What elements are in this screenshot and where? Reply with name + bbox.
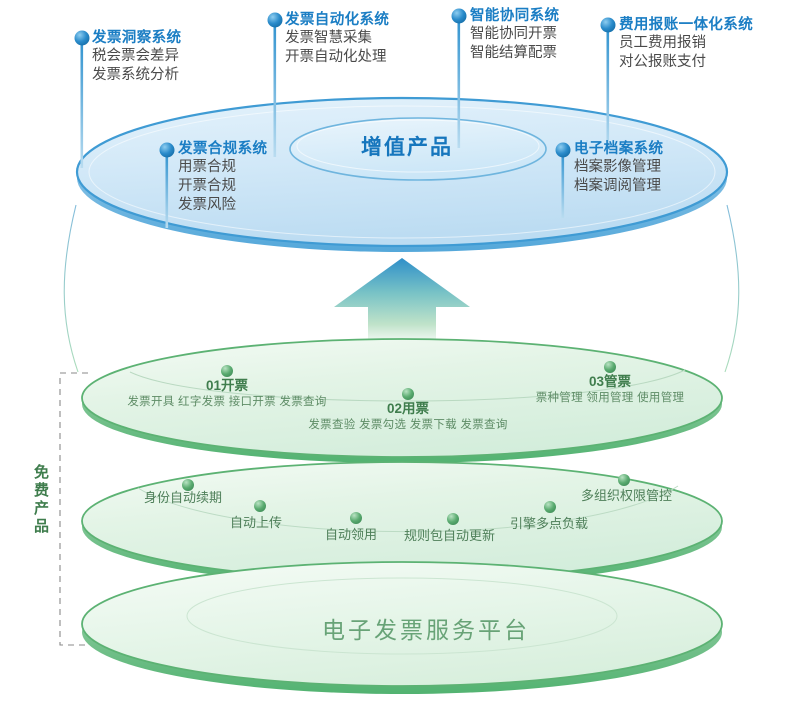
layer-one-group-03[interactable]: 03管票 票种管理 领用管理 使用管理 bbox=[515, 373, 705, 406]
node-marker-icon bbox=[402, 388, 414, 400]
callout-title: 发票自动化系统 bbox=[285, 12, 390, 28]
node-marker-icon bbox=[182, 479, 194, 491]
node-marker-icon bbox=[447, 513, 459, 525]
callout-line: 发票系统分析 bbox=[92, 67, 179, 83]
green-layer-three bbox=[81, 561, 723, 694]
free-products-bracket bbox=[59, 372, 88, 646]
callout-line: 对公报账支付 bbox=[619, 54, 706, 70]
pin-ball-icon bbox=[600, 17, 616, 33]
callout-line: 发票智慧采集 bbox=[285, 30, 372, 46]
callout-smart-collaboration[interactable]: 智能协同系统 智能协同开票 智能结算配票 bbox=[470, 8, 559, 63]
inner-disc bbox=[289, 117, 547, 181]
layer-one-track bbox=[129, 369, 686, 402]
group-title: 03管票 bbox=[588, 374, 632, 389]
node-marker-icon bbox=[254, 500, 266, 512]
funnel-curve-left bbox=[63, 204, 79, 373]
node-marker-icon bbox=[544, 501, 556, 513]
callout-electronic-archive[interactable]: 电子档案系统 档案影像管理 档案调阅管理 bbox=[574, 141, 663, 196]
callout-line: 档案影像管理 bbox=[574, 159, 661, 175]
funnel-curve-right bbox=[724, 204, 740, 373]
callout-line: 税会票会差异 bbox=[92, 48, 179, 64]
group-items: 发票开具 红字发票 接口开票 发票查询 bbox=[127, 396, 327, 408]
value-added-products-title: 增值产品 bbox=[361, 136, 453, 159]
layer-two-item-4[interactable]: 引擎多点负载 bbox=[510, 516, 589, 531]
group-title: 02用票 bbox=[386, 401, 430, 416]
callout-line: 开票合规 bbox=[178, 178, 236, 194]
layer-one-group-02[interactable]: 02用票 发票查验 发票勾选 发票下载 发票查询 bbox=[308, 400, 508, 433]
pin-ball-icon bbox=[451, 8, 467, 24]
green-layer-two bbox=[81, 461, 723, 586]
layer-one-group-01[interactable]: 01开票 发票开具 红字发票 接口开票 发票查询 bbox=[127, 377, 327, 410]
node-marker-icon bbox=[350, 512, 362, 524]
callout-invoice-automation[interactable]: 发票自动化系统 发票智慧采集 开票自动化处理 bbox=[285, 12, 389, 67]
pin-ball-icon bbox=[555, 142, 571, 158]
callout-title: 发票合规系统 bbox=[178, 141, 268, 157]
callout-line: 员工费用报销 bbox=[619, 35, 706, 51]
callout-line: 智能协同开票 bbox=[470, 26, 557, 42]
layer-two-item-2[interactable]: 自动领用 bbox=[325, 527, 378, 542]
callout-expense-reimbursement[interactable]: 费用报账一体化系统 员工费用报销 对公报账支付 bbox=[619, 17, 753, 72]
layer-two-item-0[interactable]: 身份自动续期 bbox=[144, 490, 223, 505]
group-title: 01开票 bbox=[205, 378, 249, 393]
pin-ball-icon bbox=[74, 30, 90, 46]
blue-pins bbox=[74, 8, 616, 228]
node-marker-icon bbox=[618, 474, 630, 486]
pin-ball-icon bbox=[159, 142, 175, 158]
callout-invoice-insight[interactable]: 发票洞察系统 税会票会差异 发票系统分析 bbox=[92, 30, 181, 85]
callout-title: 费用报账一体化系统 bbox=[619, 17, 754, 33]
callout-line: 发票风险 bbox=[178, 197, 236, 213]
green-layer-one bbox=[81, 338, 723, 463]
group-items: 发票查验 发票勾选 发票下载 发票查询 bbox=[308, 419, 508, 431]
callout-line: 开票自动化处理 bbox=[285, 49, 387, 65]
platform-title: 电子发票服务平台 bbox=[322, 617, 530, 643]
node-marker-icon bbox=[221, 365, 233, 377]
layer-two-item-3[interactable]: 规则包自动更新 bbox=[404, 528, 496, 543]
callout-invoice-compliance[interactable]: 发票合规系统 用票合规 开票合规 发票风险 bbox=[178, 141, 267, 215]
free-products-label: 免费产品 bbox=[32, 464, 49, 536]
layer-two-item-5[interactable]: 多组织权限管控 bbox=[581, 488, 673, 503]
callout-title: 发票洞察系统 bbox=[92, 30, 182, 46]
callout-title: 电子档案系统 bbox=[574, 141, 664, 157]
layer-two-track bbox=[137, 485, 679, 533]
node-marker-icon bbox=[604, 361, 616, 373]
platform-inner-ring bbox=[186, 577, 618, 655]
callout-line: 用票合规 bbox=[178, 159, 236, 175]
callout-line: 智能结算配票 bbox=[470, 45, 557, 61]
blue-disc bbox=[75, 96, 729, 252]
layer-two-item-1[interactable]: 自动上传 bbox=[230, 515, 283, 530]
up-arrow-icon bbox=[334, 258, 470, 346]
callout-title: 智能协同系统 bbox=[470, 8, 560, 24]
pin-ball-icon bbox=[267, 12, 283, 28]
group-items: 票种管理 领用管理 使用管理 bbox=[535, 392, 685, 404]
callout-line: 档案调阅管理 bbox=[574, 178, 661, 194]
